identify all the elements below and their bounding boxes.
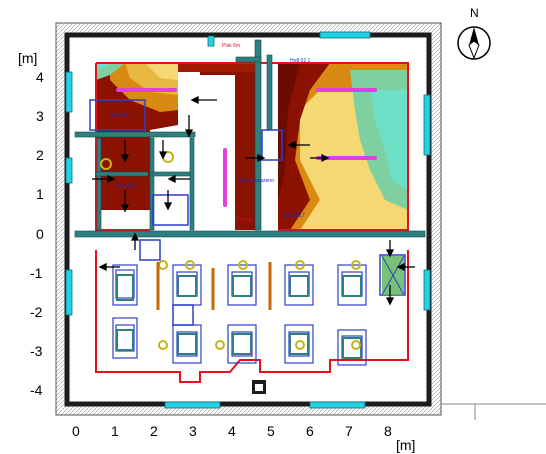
y-axis: 4 3 2 1 0 -1 -2 -3 -4 [m]: [18, 50, 44, 398]
green-zone: [381, 255, 405, 296]
baseline: [441, 403, 546, 420]
x-tick-label: 8: [384, 423, 392, 439]
room-label: Písk 6m: [222, 43, 240, 49]
x-tick-label: 1: [111, 423, 119, 439]
x-unit-label: [m]: [396, 437, 415, 453]
y-tick-label: -2: [30, 304, 43, 320]
x-tick-label: 5: [267, 423, 275, 439]
y-tick-label: 1: [36, 186, 44, 202]
y-unit-label: [m]: [18, 50, 37, 66]
stair-block: [252, 380, 266, 394]
x-tick-label: 6: [306, 423, 314, 439]
room-label: Stěl 2117: [284, 213, 305, 219]
compass-north-label: N: [470, 6, 479, 20]
y-tick-label: 2: [36, 147, 44, 163]
x-tick-label: 7: [345, 423, 353, 439]
x-axis: 0 1 2 3 4 5 6 7 8 [m]: [72, 423, 415, 453]
y-tick-label: 4: [36, 69, 44, 85]
partitions: [74, 39, 426, 238]
windows: [65, 31, 431, 409]
x-tick-label: 3: [189, 423, 197, 439]
heatmap-center: [178, 63, 256, 230]
contour-outlines: [95, 62, 409, 383]
north-arrow-icon: [469, 27, 479, 45]
room-label: Hrdl 02 1: [290, 58, 311, 64]
y-tick-label: -1: [30, 265, 43, 281]
room-label: Písk s/4: [235, 217, 253, 223]
y-tick-label: -4: [30, 382, 43, 398]
y-tick-label: 0: [36, 226, 44, 242]
north-compass: N: [457, 6, 491, 60]
desk-outlines: [116, 274, 362, 359]
x-tick-label: 0: [72, 423, 80, 439]
room-label: Stůl 2016: [115, 183, 136, 190]
room-label: Stěl 2021: [110, 114, 131, 120]
heatmap-right: [278, 63, 408, 230]
markers: [156, 262, 272, 310]
room-labels: Písk 6m Hrdl 02 1 Stěl 2021 Stůl 2016 St…: [110, 43, 311, 223]
south-arrow-icon: [468, 40, 480, 60]
y-tick-label: -3: [30, 343, 43, 359]
x-tick-label: 2: [150, 423, 158, 439]
room-label: Stůl 4 obsazeno: [238, 177, 274, 184]
airflow-arrows: [92, 95, 415, 306]
x-tick-label: 4: [228, 423, 236, 439]
y-tick-label: 3: [36, 108, 44, 124]
